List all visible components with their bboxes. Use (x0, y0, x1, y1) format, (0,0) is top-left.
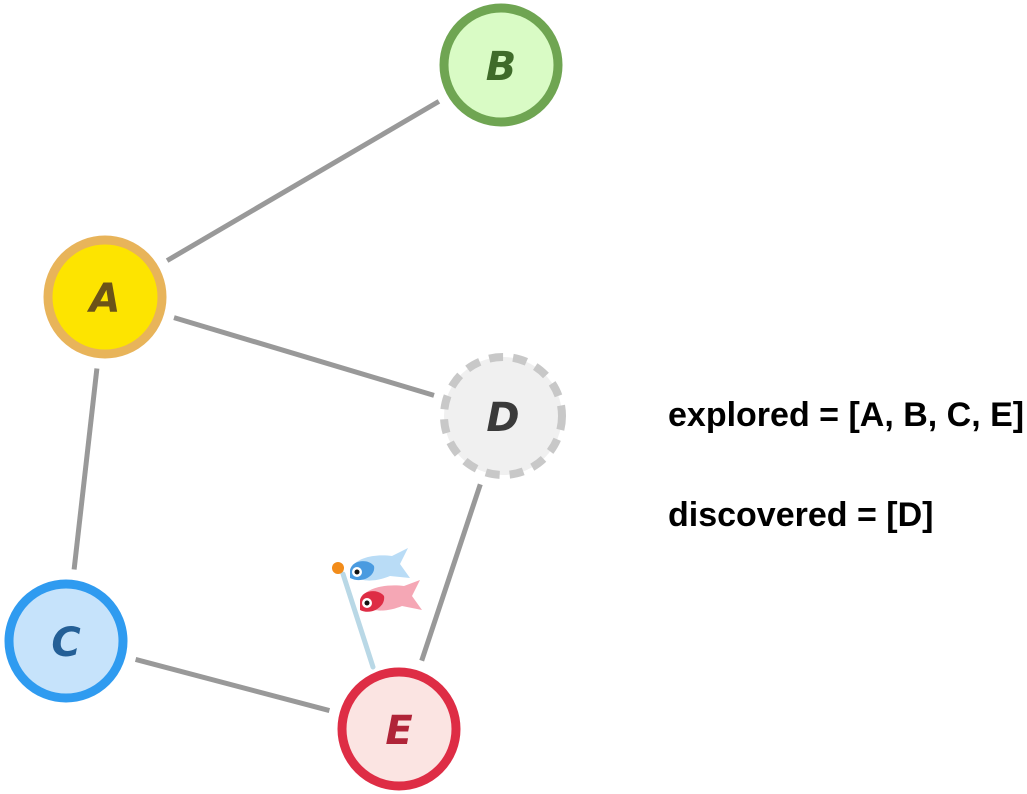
edge-a-b (165, 99, 441, 263)
node-c[interactable]: C (4, 579, 128, 703)
node-c-circle (4, 579, 128, 703)
explored-list-text: explored = [A, B, C, E] (668, 396, 1024, 434)
node-e-label: E (385, 708, 412, 754)
node-b[interactable]: B (439, 3, 563, 127)
node-a[interactable]: A (43, 235, 167, 359)
discovered-list-text: discovered = [D] (668, 496, 933, 534)
node-e[interactable]: E (337, 667, 461, 791)
node-a-label: A (87, 276, 121, 322)
node-a-circle (43, 235, 167, 359)
edges-layer (71, 99, 483, 714)
node-d[interactable]: D (440, 353, 566, 479)
carp-streamer-flag-icon (332, 548, 422, 670)
edge-d-e (419, 483, 483, 662)
red-carp-icon (360, 580, 422, 612)
node-c-label: C (51, 620, 80, 666)
edge-a-c (71, 368, 100, 570)
edge-a-d (173, 315, 435, 398)
node-d-label: D (486, 395, 519, 441)
node-b-circle (439, 3, 563, 127)
node-e-circle (337, 667, 461, 791)
node-d-circle (440, 353, 566, 479)
blue-carp-icon (350, 548, 410, 581)
node-b-label: B (486, 44, 517, 90)
nodes-layer: A B C D E (4, 3, 566, 791)
edge-c-e (134, 656, 331, 714)
